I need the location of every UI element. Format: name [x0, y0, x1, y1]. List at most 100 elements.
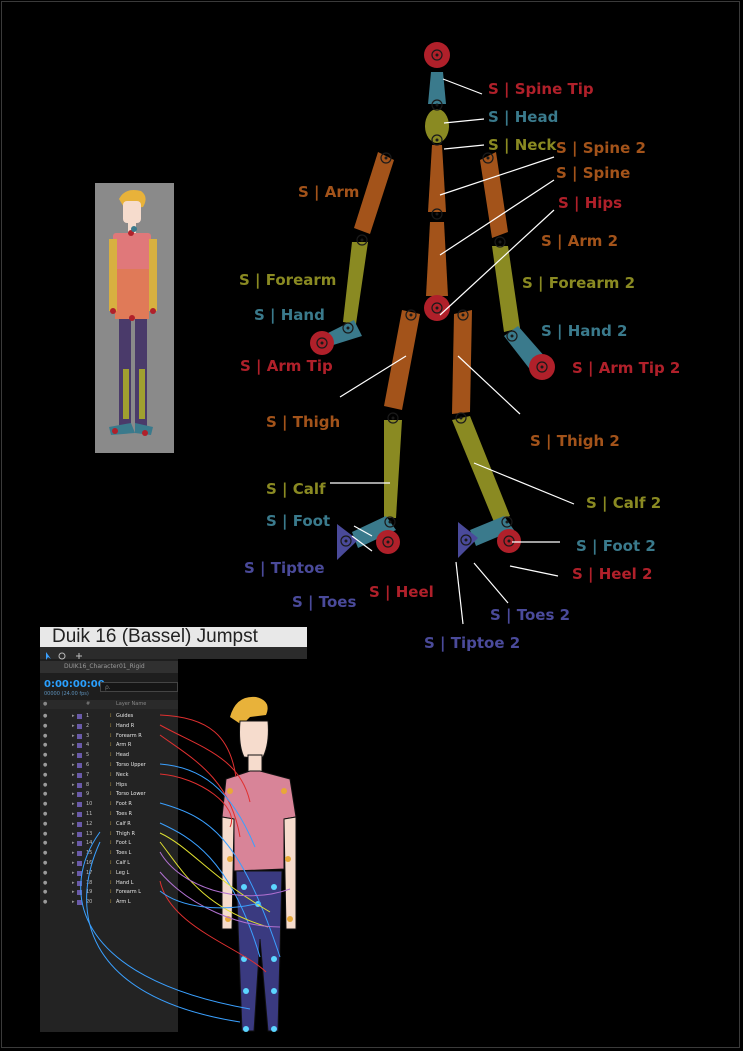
- label-color-swatch[interactable]: [77, 714, 82, 719]
- visibility-eye-icon[interactable]: ●: [43, 840, 48, 847]
- visibility-eye-icon[interactable]: ●: [43, 811, 48, 817]
- layer-name[interactable]: Arm L: [116, 899, 131, 906]
- label-color-swatch[interactable]: [77, 763, 82, 768]
- layer-row[interactable]: ●▸17⁞Leg L: [40, 869, 180, 879]
- label-color-swatch[interactable]: [77, 821, 82, 827]
- expand-triangle-icon[interactable]: ▸: [72, 771, 75, 778]
- layer-row[interactable]: ●▸12⁞Calf R: [40, 820, 180, 830]
- layer-name[interactable]: Torso Upper: [116, 762, 146, 768]
- layer-name[interactable]: Toes R: [116, 811, 133, 817]
- label-color-swatch[interactable]: [77, 890, 82, 896]
- visibility-eye-icon[interactable]: ●: [43, 889, 48, 896]
- visibility-eye-icon[interactable]: ●: [43, 850, 48, 857]
- label-color-swatch[interactable]: [77, 851, 82, 857]
- ae-comp-tab[interactable]: DUIK16_Character01_Rigid: [40, 661, 180, 673]
- expand-triangle-icon[interactable]: ▸: [72, 713, 75, 719]
- visibility-eye-icon[interactable]: ●: [43, 879, 48, 886]
- label-color-swatch[interactable]: [77, 870, 82, 876]
- layer-name[interactable]: Foot R: [116, 801, 132, 808]
- layer-row[interactable]: ●▸14⁞Foot L: [40, 839, 180, 849]
- layer-row[interactable]: ●▸5⁞Head: [40, 751, 180, 761]
- layer-row[interactable]: ●▸3⁞Forearm R: [40, 732, 180, 742]
- visibility-eye-icon[interactable]: ●: [43, 869, 48, 876]
- label-color-swatch[interactable]: [77, 723, 82, 729]
- expand-triangle-icon[interactable]: ▸: [72, 722, 75, 729]
- visibility-eye-icon[interactable]: ●: [43, 860, 48, 866]
- layer-name[interactable]: Torso Lower: [116, 791, 146, 798]
- expand-triangle-icon[interactable]: ▸: [72, 869, 75, 876]
- layer-name[interactable]: Leg L: [116, 869, 130, 876]
- layer-name[interactable]: Head: [116, 752, 130, 759]
- layer-name[interactable]: Hips: [116, 781, 127, 788]
- layer-row[interactable]: ●▸6⁞Torso Upper: [40, 761, 180, 771]
- label-color-swatch[interactable]: [77, 733, 82, 739]
- layer-name[interactable]: Neck: [116, 771, 129, 778]
- selection-tool-icon[interactable]: [46, 652, 51, 660]
- layer-name[interactable]: Hand R: [116, 722, 135, 729]
- layer-row[interactable]: ●▸15⁞Toes L: [40, 849, 180, 859]
- layer-row[interactable]: ●▸1⁞Guides: [40, 712, 180, 722]
- layer-row[interactable]: ●▸11⁞Toes R: [40, 810, 180, 820]
- expand-triangle-icon[interactable]: ▸: [72, 820, 75, 827]
- ae-layer-search-input[interactable]: ρ.: [100, 682, 178, 692]
- hand-tool-icon[interactable]: [58, 652, 66, 660]
- expand-triangle-icon[interactable]: ▸: [72, 732, 75, 739]
- label-color-swatch[interactable]: [77, 802, 82, 808]
- layer-row[interactable]: ●▸18⁞Hand L: [40, 879, 180, 889]
- expand-triangle-icon[interactable]: ▸: [72, 811, 75, 817]
- visibility-eye-icon[interactable]: ●: [43, 762, 48, 768]
- label-color-swatch[interactable]: [77, 772, 82, 778]
- visibility-eye-icon[interactable]: ●: [43, 830, 48, 837]
- visibility-eye-icon[interactable]: ●: [43, 801, 48, 808]
- layer-name[interactable]: Calf R: [116, 820, 131, 827]
- layer-row[interactable]: ●▸4⁞Arm R: [40, 741, 180, 751]
- layer-name[interactable]: Guides: [116, 713, 134, 719]
- expand-triangle-icon[interactable]: ▸: [72, 752, 75, 759]
- visibility-eye-icon[interactable]: ●: [43, 791, 48, 798]
- zoom-tool-icon[interactable]: [76, 653, 82, 659]
- label-color-swatch[interactable]: [77, 753, 82, 759]
- layer-name[interactable]: Forearm L: [116, 889, 142, 896]
- expand-triangle-icon[interactable]: ▸: [72, 840, 75, 847]
- layer-row[interactable]: ●▸20⁞Arm L: [40, 898, 180, 908]
- layer-name[interactable]: Forearm R: [116, 732, 142, 739]
- visibility-eye-icon[interactable]: ●: [43, 742, 48, 749]
- label-color-swatch[interactable]: [77, 841, 82, 847]
- label-color-swatch[interactable]: [77, 880, 82, 886]
- layer-name[interactable]: Hand L: [116, 879, 134, 886]
- label-color-swatch[interactable]: [77, 900, 82, 906]
- visibility-eye-icon[interactable]: ●: [43, 752, 48, 759]
- layer-name[interactable]: Arm R: [116, 742, 132, 749]
- label-color-swatch[interactable]: [77, 782, 82, 788]
- layer-name[interactable]: Calf L: [116, 860, 131, 866]
- layer-name[interactable]: Thigh R: [116, 830, 136, 837]
- layer-name[interactable]: Toes L: [116, 850, 132, 857]
- visibility-eye-icon[interactable]: ●: [43, 899, 48, 906]
- expand-triangle-icon[interactable]: ▸: [72, 762, 75, 768]
- expand-triangle-icon[interactable]: ▸: [72, 899, 75, 906]
- expand-triangle-icon[interactable]: ▸: [72, 791, 75, 798]
- visibility-eye-icon[interactable]: ●: [43, 820, 48, 827]
- label-color-swatch[interactable]: [77, 812, 82, 817]
- expand-triangle-icon[interactable]: ▸: [72, 801, 75, 808]
- expand-triangle-icon[interactable]: ▸: [72, 850, 75, 857]
- expand-triangle-icon[interactable]: ▸: [72, 879, 75, 886]
- visibility-eye-icon[interactable]: ●: [43, 732, 48, 739]
- label-color-swatch[interactable]: [77, 861, 82, 866]
- visibility-eye-icon[interactable]: ●: [43, 781, 48, 788]
- expand-triangle-icon[interactable]: ▸: [72, 889, 75, 896]
- layer-row[interactable]: ●▸8⁞Hips: [40, 781, 180, 791]
- layer-row[interactable]: ●▸19⁞Forearm L: [40, 888, 180, 898]
- layer-row[interactable]: ●▸13⁞Thigh R: [40, 830, 180, 840]
- ae-timecode[interactable]: 0:00:00:00: [44, 679, 105, 690]
- layer-row[interactable]: ●▸9⁞Torso Lower: [40, 790, 180, 800]
- layer-row[interactable]: ●▸7⁞Neck: [40, 771, 180, 781]
- layer-row[interactable]: ●▸16⁞Calf L: [40, 859, 180, 869]
- expand-triangle-icon[interactable]: ▸: [72, 742, 75, 749]
- expand-triangle-icon[interactable]: ▸: [72, 860, 75, 866]
- layer-row[interactable]: ●▸2⁞Hand R: [40, 722, 180, 732]
- layer-name[interactable]: Foot L: [116, 840, 132, 847]
- label-color-swatch[interactable]: [77, 743, 82, 749]
- visibility-eye-icon[interactable]: ●: [43, 722, 48, 729]
- label-color-swatch[interactable]: [77, 792, 82, 798]
